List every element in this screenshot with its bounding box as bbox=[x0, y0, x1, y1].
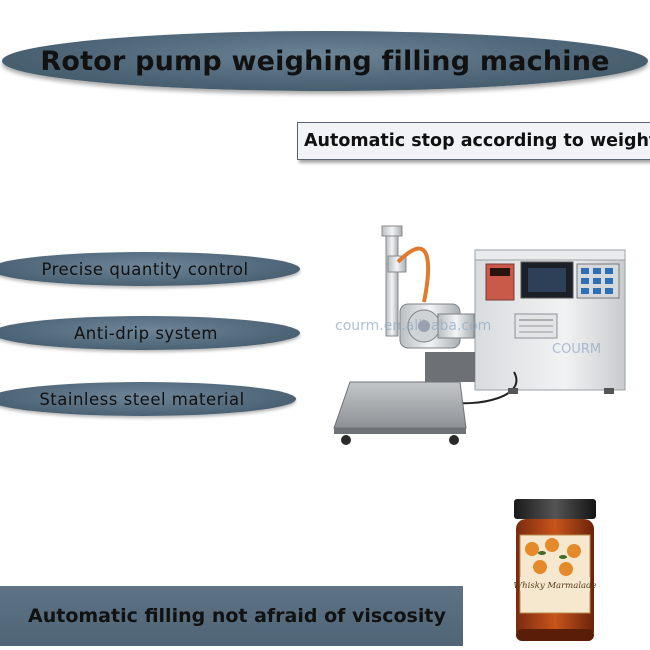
bottom-banner-text: Automatic filling not afraid of viscosit… bbox=[28, 605, 446, 627]
feature-label: Stainless steel material bbox=[39, 389, 245, 409]
filling-machine-image bbox=[333, 225, 626, 445]
watermark-site: courm.en.alibaba.com bbox=[335, 318, 492, 334]
weight-callout-text: Automatic stop according to weight bbox=[304, 131, 650, 151]
feature-label: Precise quantity control bbox=[41, 259, 249, 279]
jar-label-text: Whisky Marmalade bbox=[513, 581, 596, 591]
feature-banner-anti-drip: Anti-drip system bbox=[0, 316, 300, 350]
feature-label: Anti-drip system bbox=[74, 323, 218, 343]
feature-banner-stainless: Stainless steel material bbox=[0, 382, 296, 416]
watermark-brand: COURM bbox=[552, 342, 602, 357]
bottom-banner: Automatic filling not afraid of viscosit… bbox=[0, 586, 463, 646]
title-banner: Rotor pump weighing filling machine bbox=[2, 31, 648, 91]
marmalade-jar-image: Whisky Marmalade bbox=[513, 499, 597, 641]
page-title: Rotor pump weighing filling machine bbox=[40, 45, 610, 77]
feature-banner-quantity: Precise quantity control bbox=[0, 252, 300, 286]
weight-callout: Automatic stop according to weight bbox=[297, 122, 650, 160]
